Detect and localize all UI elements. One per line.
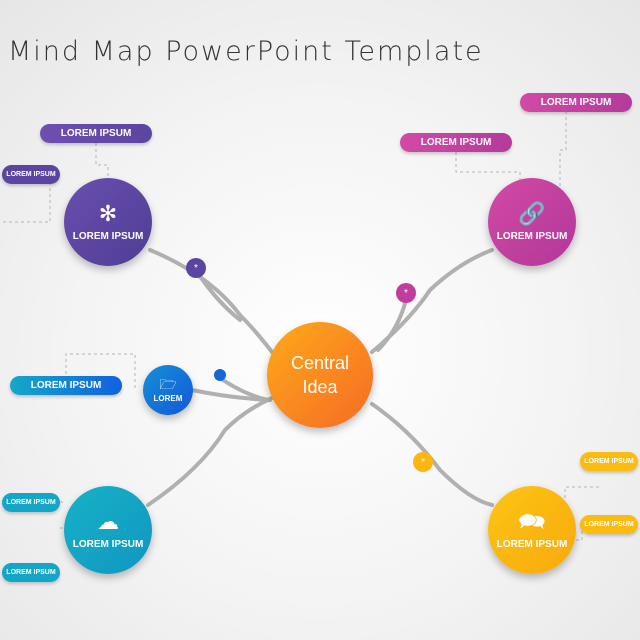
- topic-pill[interactable]: LOREM IPSUM: [580, 515, 638, 534]
- asterisk-dot: *: [186, 258, 206, 278]
- node-top-left[interactable]: ✻ LOREM IPSUM: [64, 178, 152, 266]
- topic-pill[interactable]: LOREM IPSUM: [10, 376, 122, 395]
- thought-cloud-icon: ☁: [97, 508, 119, 534]
- node-label: LOREM IPSUM: [72, 230, 144, 242]
- network-icon: ✻: [98, 200, 118, 226]
- topic-pill[interactable]: LOREM IPSUM: [2, 563, 60, 582]
- link-icon: 🔗: [518, 200, 546, 226]
- topic-pill[interactable]: LOREM IPSUM: [2, 493, 60, 512]
- node-label: LOREM: [153, 394, 183, 403]
- asterisk-dot: *: [396, 283, 416, 303]
- topic-pill[interactable]: LOREM IPSUM: [40, 124, 152, 143]
- node-bottom-right[interactable]: 🗪 LOREM IPSUM: [488, 486, 576, 574]
- blue-dot: [214, 369, 226, 381]
- node-label: LOREM IPSUM: [496, 230, 568, 242]
- central-idea-label: Central Idea: [290, 353, 350, 397]
- node-bottom-left[interactable]: ☁ LOREM IPSUM: [64, 486, 152, 574]
- node-middle-left[interactable]: 🗁 LOREM: [143, 365, 193, 415]
- central-idea-node[interactable]: Central Idea: [267, 322, 373, 428]
- topic-pill[interactable]: LOREM IPSUM: [580, 452, 638, 471]
- node-top-right[interactable]: 🔗 LOREM IPSUM: [488, 178, 576, 266]
- folder-icon: 🗁: [159, 376, 177, 392]
- slide-title: Mind Map PowerPoint Template: [8, 36, 484, 67]
- asterisk-dot: *: [413, 452, 433, 472]
- topic-pill[interactable]: LOREM IPSUM: [520, 93, 632, 112]
- node-label: LOREM IPSUM: [72, 538, 144, 550]
- chat-bubbles-icon: 🗪: [518, 508, 546, 534]
- topic-pill[interactable]: LOREM IPSUM: [400, 133, 512, 152]
- topic-pill[interactable]: LOREM IPSUM: [2, 165, 60, 184]
- node-label: LOREM IPSUM: [496, 538, 568, 550]
